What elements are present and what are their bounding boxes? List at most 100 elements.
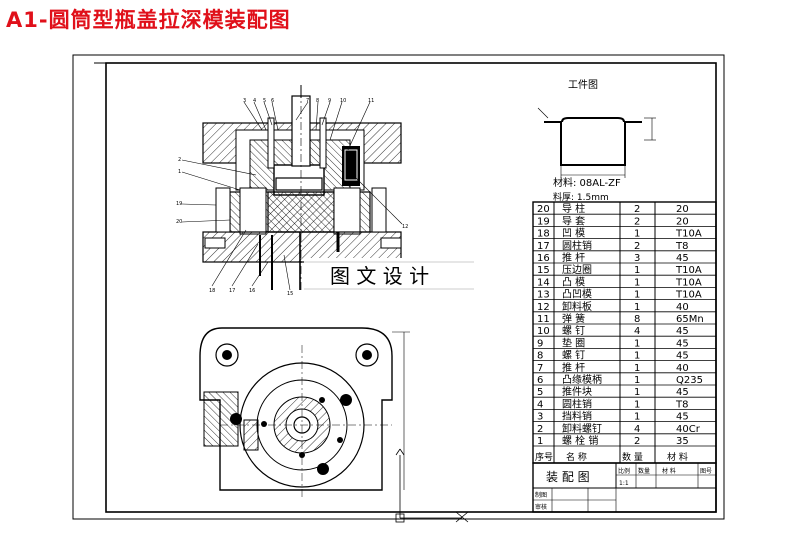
bom-cell-no: 9	[537, 338, 543, 349]
bom-cell-no: 17	[537, 241, 550, 252]
bom-cell-qty: 1	[634, 277, 640, 288]
workpiece-thickness: 料厚: 1.5mm	[553, 191, 609, 203]
bom-cell-name: 卸料螺钉	[562, 422, 602, 435]
bom-cell-no: 18	[537, 229, 550, 240]
bom-cell-material: 65Mn	[676, 314, 704, 325]
title-block: 装 配 图 比例 数量 材 料 图号 1:1 制图 审核	[532, 462, 717, 513]
callout-left: 1	[178, 169, 181, 175]
callout-bottom: 17	[229, 288, 235, 294]
bom-cell-qty: 1	[634, 351, 640, 362]
bom-cell-name: 推件块	[562, 385, 592, 398]
bom-cell-no: 16	[537, 253, 550, 264]
callout-top: 10	[340, 98, 346, 104]
bom-cell-name: 推 杆	[562, 361, 585, 374]
bom-cell-qty: 4	[634, 326, 640, 337]
bom-header-mat: 材 料	[667, 451, 688, 463]
bom-cell-material: 45	[676, 326, 689, 337]
bom-cell-qty: 1	[634, 229, 640, 240]
bom-cell-qty: 8	[634, 314, 640, 325]
page-title: A1-圆筒型瓶盖拉深模装配图	[6, 8, 291, 32]
bom-cell-qty: 1	[634, 290, 640, 301]
svg-text:图 文 设 计: 图 文 设 计	[330, 264, 429, 288]
bom-cell-qty: 2	[634, 204, 640, 215]
bom-cell-no: 10	[537, 326, 550, 337]
bom-cell-no: 15	[537, 265, 550, 276]
bom-cell-material: 40	[676, 363, 689, 374]
bom-cell-qty: 2	[634, 436, 640, 447]
bom-cell-material: T10A	[675, 229, 702, 240]
bom-cell-name: 压边圈	[562, 264, 592, 276]
bom-cell-name: 圆柱销	[562, 239, 592, 252]
bom-cell-qty: 2	[634, 216, 640, 227]
callout-top: 11	[368, 98, 374, 104]
bom-cell-material: 45	[676, 253, 689, 264]
bom-cell-name: 导 柱	[562, 202, 585, 215]
bom-cell-material: 35	[676, 436, 689, 447]
callout-top: 5	[263, 98, 266, 104]
bom-cell-no: 6	[537, 375, 543, 386]
workpiece-drawing: 工件图 材料: 08AL-ZF 料厚: 1.5mm	[537, 79, 656, 203]
title-block-scale: 1:1	[619, 480, 629, 487]
bom-cell-name: 推 杆	[562, 251, 585, 264]
bom-cell-material: 20	[676, 216, 689, 227]
bom-cell-name: 凹 模	[562, 228, 585, 240]
bom-cell-material: 40Cr	[676, 424, 701, 435]
bom-cell-qty: 1	[634, 338, 640, 349]
workpiece-label: 工件图	[568, 79, 598, 91]
bom-cell-material: T8	[675, 241, 688, 252]
bom-cell-name: 卸料板	[562, 300, 592, 313]
bom-cell-material: T10A	[675, 265, 702, 276]
bom-cell-no: 7	[537, 363, 543, 374]
callout-top: 9	[328, 98, 331, 104]
title-block-mat-label: 材 料	[662, 467, 676, 475]
bom-cell-material: 45	[676, 412, 689, 423]
bom-cell-material: 45	[676, 338, 689, 349]
bom-cell-name: 凸缘模柄	[562, 373, 602, 386]
bom-cell-no: 14	[537, 277, 550, 288]
bom-row: 18 凹 模 1 T10A	[537, 228, 702, 240]
title-block-drawn: 制图	[535, 491, 547, 499]
bom-cell-name: 螺 钉	[562, 325, 585, 337]
bom-header-no: 序号	[535, 451, 553, 463]
sheet-border	[72, 54, 725, 520]
bom-cell-qty: 1	[634, 265, 640, 276]
callout-right: 12	[402, 224, 408, 230]
section-view: 3 4 5 6 7 8 9 10 11 2 1 19 20 18 17 16 1…	[176, 85, 408, 297]
bom-cell-no: 8	[537, 351, 543, 362]
title-block-checked: 审核	[535, 503, 547, 511]
bom-cell-name: 垫 圈	[562, 336, 585, 349]
bom-cell-no: 12	[537, 302, 550, 313]
bom-cell-material: T8	[675, 399, 688, 410]
callout-top: 3	[243, 98, 246, 104]
callout-top: 8	[316, 98, 319, 104]
bom-cell-name: 圆柱销	[562, 397, 592, 410]
plan-view	[199, 327, 410, 498]
bom-cell-name: 挡料销	[562, 410, 592, 423]
bom-cell-name: 弹 簧	[562, 312, 585, 325]
bom-cell-material: 20	[676, 204, 689, 215]
title-block-qty-label: 数量	[638, 467, 650, 475]
bom-cell-material: T10A	[675, 277, 702, 288]
bom-row: 11 弹 簧 8 65Mn	[537, 312, 704, 325]
bom-cell-name: 导 套	[562, 214, 585, 227]
bom-cell-qty: 1	[634, 399, 640, 410]
axis-marker	[395, 448, 469, 523]
bom-cell-qty: 3	[634, 253, 640, 264]
bom-cell-qty: 1	[634, 302, 640, 313]
bom-cell-qty: 4	[634, 424, 640, 435]
bom-cell-no: 11	[537, 314, 550, 325]
bom-cell-name: 螺 钉	[562, 350, 585, 362]
workpiece-material: 材料: 08AL-ZF	[553, 176, 621, 189]
callout-top: 4	[253, 98, 256, 104]
title-block-scale-label: 比例	[618, 467, 630, 475]
bom-row: 16 推 杆 3 45	[537, 251, 689, 264]
